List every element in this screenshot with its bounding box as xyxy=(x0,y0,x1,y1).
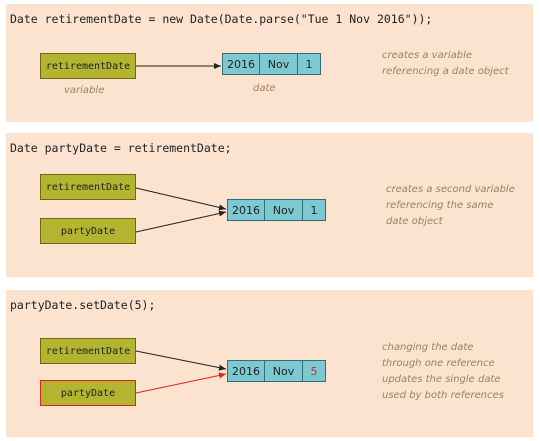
date-day-cell: 1 xyxy=(303,200,325,220)
panel-set-date: partyDate.setDate(5); retirementDate par… xyxy=(6,290,533,437)
code-line: Date partyDate = retirementDate; xyxy=(10,141,232,155)
description: changing the date through one reference … xyxy=(382,340,504,404)
date-year-cell: 2016 xyxy=(223,54,260,74)
description-line: referencing a date object xyxy=(382,66,509,77)
variable-box-retirementDate: retirementDate xyxy=(40,174,136,200)
date-day-cell-changed: 5 xyxy=(303,361,325,381)
description-line: through one reference xyxy=(382,358,495,369)
description-line: creates a variable xyxy=(382,50,472,61)
description-line: creates a second variable xyxy=(386,184,515,195)
date-month-cell: Nov xyxy=(265,200,303,220)
description-line: referencing the same xyxy=(386,200,494,211)
description: creates a variable referencing a date ob… xyxy=(382,48,509,80)
panel-second-reference: Date partyDate = retirementDate; retirem… xyxy=(6,133,533,277)
date-month-cell: Nov xyxy=(260,54,298,74)
date-year-cell: 2016 xyxy=(228,361,265,381)
variable-box-retirementDate: retirementDate xyxy=(40,53,136,79)
date-object: 2016 Nov 5 xyxy=(227,360,326,382)
description: creates a second variable referencing th… xyxy=(386,182,515,230)
code-line: Date retirementDate = new Date(Date.pars… xyxy=(10,12,433,26)
date-object: 2016 Nov 1 xyxy=(227,199,326,221)
description-line: updates the single date xyxy=(382,374,501,385)
description-line: date object xyxy=(386,216,443,227)
variable-box-partyDate: partyDate xyxy=(40,218,136,244)
variable-box-retirementDate: retirementDate xyxy=(40,338,136,364)
variable-caption: variable xyxy=(64,85,105,96)
date-day-cell: 1 xyxy=(298,54,320,74)
description-line: changing the date xyxy=(382,342,474,353)
arrow-partyDate-to-date xyxy=(135,210,227,233)
arrow-retirementDate-to-date xyxy=(135,350,227,371)
date-year-cell: 2016 xyxy=(228,200,265,220)
date-object: 2016 Nov 1 xyxy=(222,53,321,75)
arrow-partyDate-to-date-highlighted xyxy=(135,372,227,394)
variable-box-partyDate: partyDate xyxy=(40,380,136,406)
object-caption: date xyxy=(253,83,276,94)
date-month-cell: Nov xyxy=(265,361,303,381)
panel-create-variable: Date retirementDate = new Date(Date.pars… xyxy=(6,4,533,122)
description-line: used by both references xyxy=(382,390,504,401)
arrow-retirementDate-to-date xyxy=(135,187,227,211)
code-line: partyDate.setDate(5); xyxy=(10,298,156,312)
